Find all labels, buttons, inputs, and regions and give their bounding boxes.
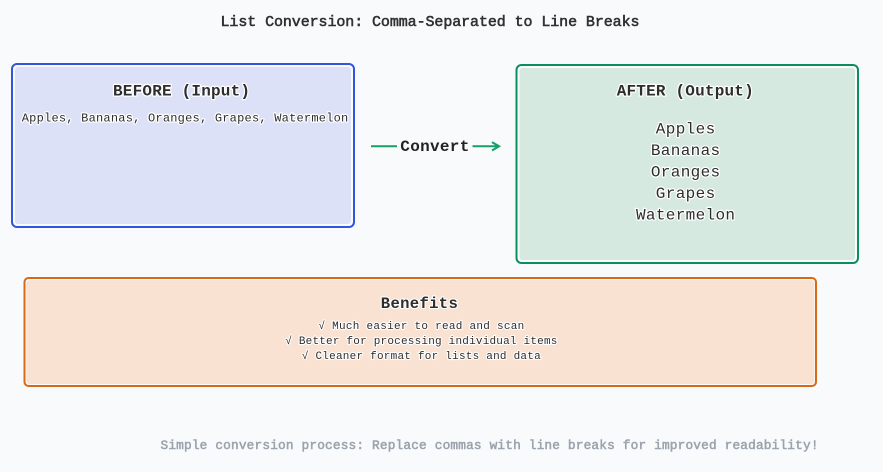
svg-text:AFTER (Output): AFTER (Output) [617, 82, 754, 100]
svg-text:BEFORE (Input): BEFORE (Input) [113, 82, 250, 100]
svg-text:List Conversion: Comma-Separat: List Conversion: Comma-Separated to Line… [221, 14, 640, 31]
svg-text:√ Cleaner format for lists and: √ Cleaner format for lists and data [302, 350, 541, 363]
svg-text:Watermelon: Watermelon [636, 207, 735, 225]
svg-text:√ Better for processing indivi: √ Better for processing individual items [285, 335, 557, 348]
svg-text:Grapes: Grapes [656, 185, 715, 203]
svg-text:Apples: Apples [656, 121, 715, 139]
svg-text:Bananas: Bananas [651, 142, 720, 160]
svg-text:Convert: Convert [400, 138, 469, 156]
svg-text:Apples, Bananas, Oranges, Grap: Apples, Bananas, Oranges, Grapes, Waterm… [22, 111, 349, 125]
svg-text:Benefits: Benefits [381, 295, 458, 313]
svg-text:√ Much easier to read and scan: √ Much easier to read and scan [318, 320, 524, 333]
svg-text:Oranges: Oranges [651, 164, 720, 182]
svg-text:Simple conversion process: Rep: Simple conversion process: Replace comma… [161, 438, 819, 453]
